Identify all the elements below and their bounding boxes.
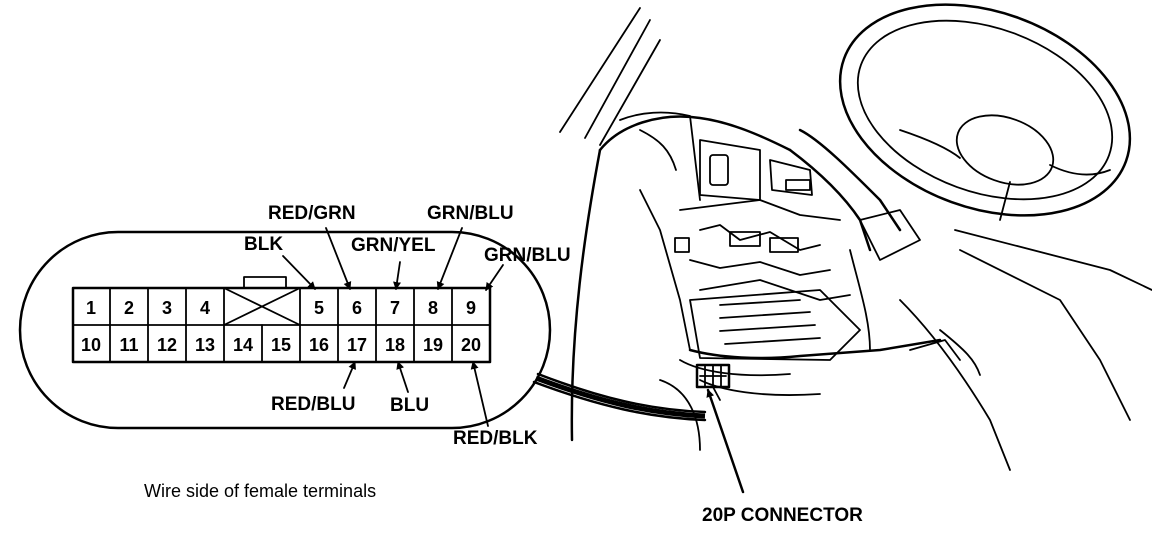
label-blk: BLK <box>244 234 283 255</box>
label-red-blk: RED/BLK <box>453 428 538 449</box>
vehicle-20p-connector <box>695 363 731 401</box>
pin-4: 4 <box>200 298 210 318</box>
leader-red-blk <box>470 361 489 427</box>
terminal-grid: 1 2 3 4 5 6 7 8 9 10 11 12 13 14 15 16 1… <box>71 286 492 364</box>
pin-13: 13 <box>195 335 215 355</box>
leader-blk <box>282 255 316 290</box>
pin-11: 11 <box>119 335 138 355</box>
pin-10: 10 <box>81 335 101 355</box>
leader-grn-yel <box>393 261 401 290</box>
wire-leaders-upper <box>282 227 504 291</box>
pin-19: 19 <box>423 335 443 355</box>
label-blu: BLU <box>390 395 429 416</box>
pin-16: 16 <box>309 335 329 355</box>
blank-cavity <box>223 287 301 326</box>
pin-18: 18 <box>385 335 405 355</box>
leader-grn-blu-right <box>485 264 504 291</box>
label-grn-blu-top: GRN/BLU <box>427 203 514 224</box>
label-red-blu: RED/BLU <box>271 394 355 415</box>
label-grn-yel: GRN/YEL <box>351 235 436 256</box>
pin-14: 14 <box>233 335 253 355</box>
label-20p-connector: 20P CONNECTOR <box>702 505 863 526</box>
leader-grn-blu-top <box>436 227 463 290</box>
pin-2: 2 <box>124 298 134 318</box>
caption: Wire side of female terminals <box>144 481 376 501</box>
pin-20: 20 <box>461 335 481 355</box>
dashboard-illustration <box>559 3 1152 471</box>
pin-8: 8 <box>428 298 438 318</box>
leader-red-grn <box>325 227 352 290</box>
wire-leaders-lower <box>343 361 489 427</box>
pin-12: 12 <box>157 335 177 355</box>
pin-7: 7 <box>390 298 400 318</box>
pin-3: 3 <box>162 298 172 318</box>
leader-red-blu <box>343 361 356 389</box>
pin-9: 9 <box>466 298 476 318</box>
connector-outline <box>18 230 552 430</box>
label-grn-blu-right: GRN/BLU <box>484 245 571 266</box>
leader-20p-connector <box>706 388 745 494</box>
pin-1: 1 <box>86 298 96 318</box>
label-red-grn: RED/GRN <box>268 203 356 224</box>
connector-latch <box>243 276 287 289</box>
callout-band <box>532 372 707 422</box>
pin-15: 15 <box>271 335 291 355</box>
pin-6: 6 <box>352 298 362 318</box>
pin-5: 5 <box>314 298 324 318</box>
leader-blu <box>396 361 409 393</box>
pin-17: 17 <box>347 335 367 355</box>
